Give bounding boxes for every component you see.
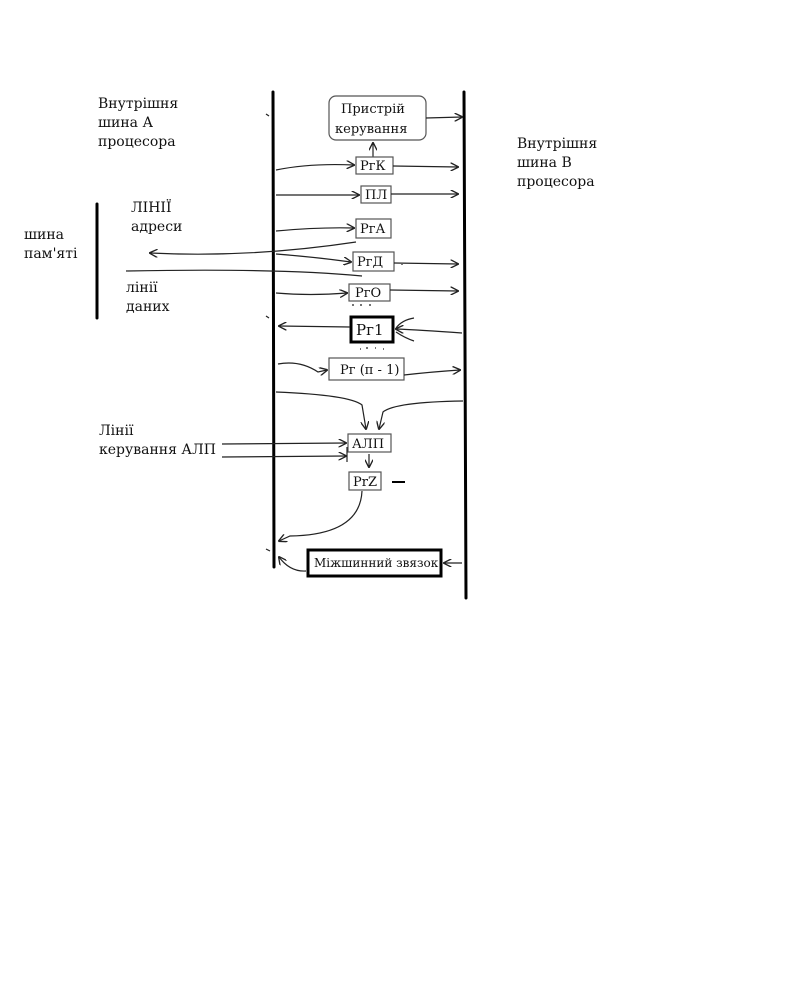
internal-bus-a-line — [271, 90, 276, 569]
rga-label: РгА — [360, 222, 386, 237]
rgz-label: PrZ — [353, 475, 377, 490]
data-lines-label: лінії даних — [126, 280, 170, 315]
rgo-label: РгО — [355, 286, 381, 301]
rgd-label: РгД — [357, 255, 383, 270]
rgn-label: Рг (п - 1) — [340, 363, 399, 378]
rg1-box — [349, 315, 395, 344]
alu-control-lines-label: Лінії керування АЛП — [99, 423, 216, 458]
internal-bus-b-line — [462, 90, 468, 600]
control-unit-to-bus-b-arrow — [425, 117, 462, 118]
rgk-label: РгК — [360, 159, 386, 174]
memory-bus-label: шина пам'яті — [24, 227, 78, 262]
rg1-label: Рг1 — [356, 321, 384, 339]
alu-label: АЛП — [352, 437, 384, 452]
rgn-box — [328, 357, 405, 381]
alu-box — [347, 433, 392, 453]
rgk-box — [355, 156, 394, 175]
address-lines-label: ЛІНІЇ адреси — [131, 200, 183, 235]
interbus-link-box — [306, 548, 443, 578]
pl-label: ПЛ — [365, 188, 387, 203]
rgd-box — [352, 251, 395, 272]
rga-box — [355, 218, 392, 239]
control-unit-label-2: керування — [335, 122, 407, 137]
interbus-link-label: Міжшинний звязок — [314, 556, 439, 570]
bus-b-label: Внутрішня шина В процесора — [517, 136, 598, 190]
bus-a-label: Внутрішня шина А процесора — [98, 96, 179, 150]
control-unit-label-1: Пристрій — [341, 102, 405, 117]
rgz-box — [348, 471, 382, 491]
rgo-box — [348, 283, 391, 302]
